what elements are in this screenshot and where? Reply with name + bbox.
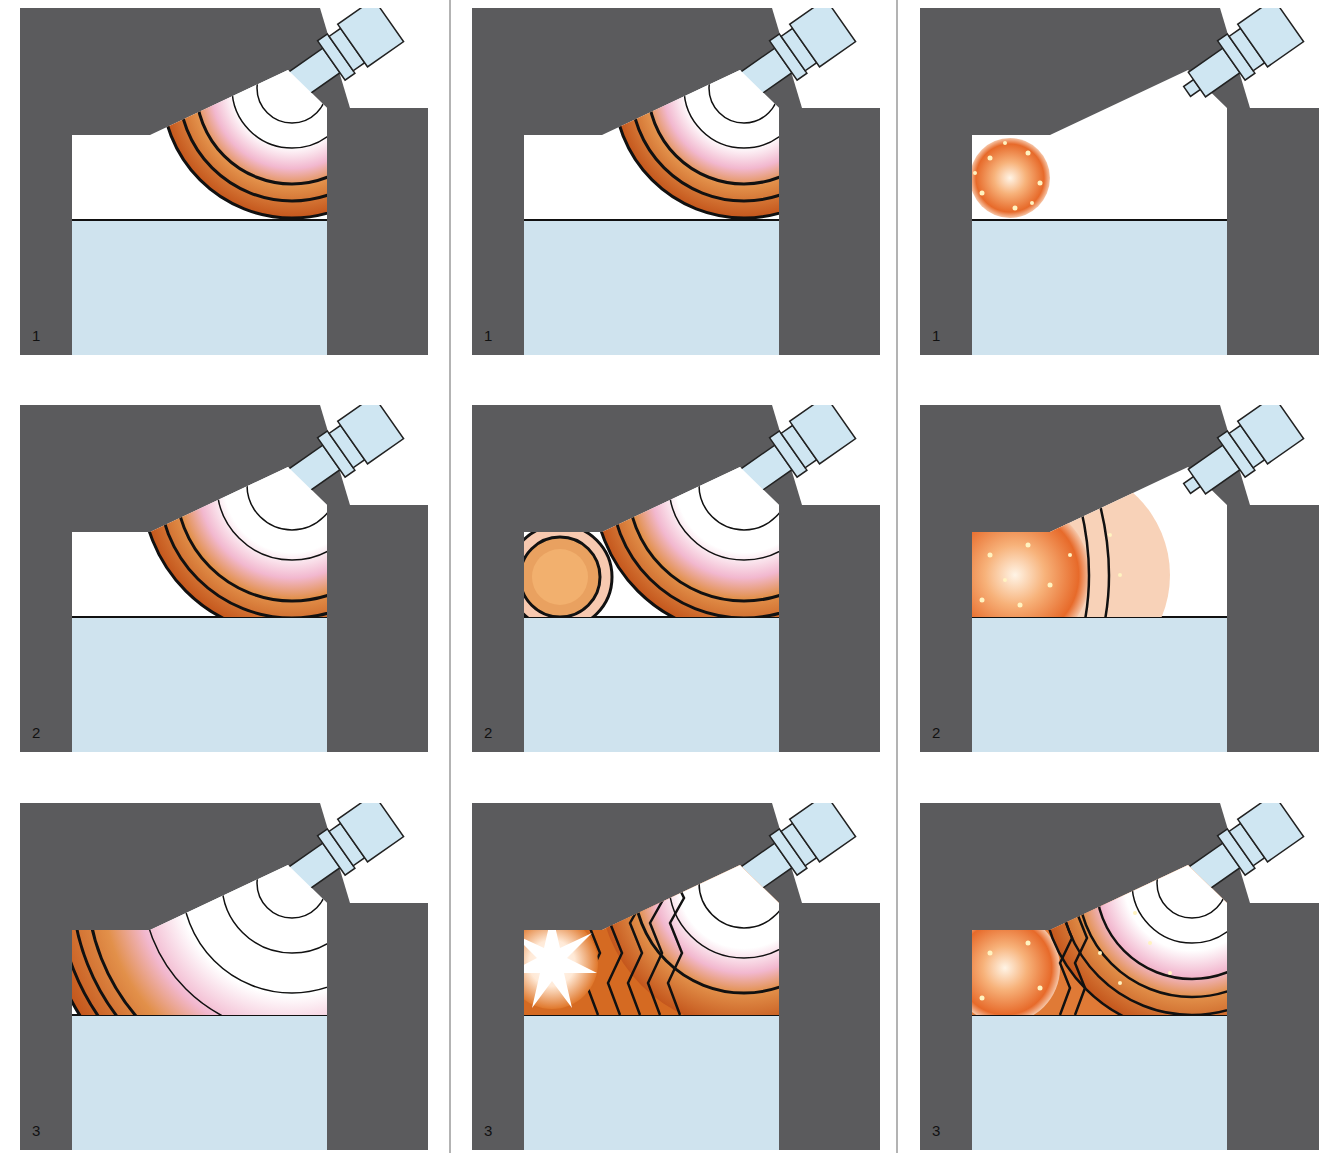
panel-number: 1 (484, 328, 492, 344)
panel-number: 1 (32, 328, 40, 344)
panel-number: 3 (484, 1123, 492, 1139)
panel-number: 3 (32, 1123, 40, 1139)
panel-number: 2 (32, 725, 40, 741)
panel-number: 2 (932, 725, 940, 741)
panel-number: 3 (932, 1123, 940, 1139)
panel-number: 2 (484, 725, 492, 741)
panel-number: 1 (932, 328, 940, 344)
